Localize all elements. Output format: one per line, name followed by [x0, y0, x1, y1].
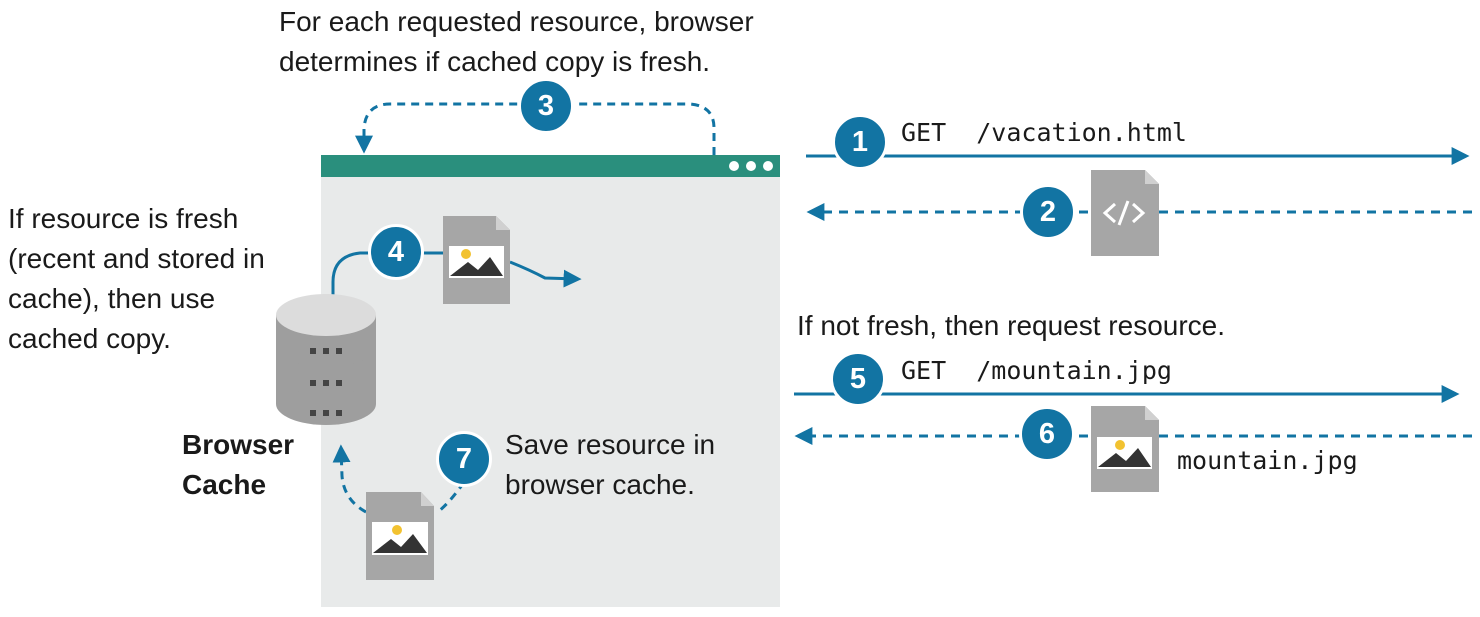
request5-label: GET /mountain.jpg: [901, 356, 1172, 385]
not-fresh-caption: If not fresh, then request resource.: [797, 310, 1226, 341]
step4-out-arrow: [509, 260, 582, 288]
cache-label: Browser Cache: [182, 429, 295, 500]
image-file-icon: [1091, 406, 1159, 492]
step-badge-4: 4: [368, 224, 424, 280]
step-badge-6: 6: [1019, 406, 1075, 462]
step-badge-5: 5: [830, 351, 886, 407]
database-stack-icon: [276, 294, 376, 425]
image-file-icon: [366, 492, 434, 580]
fresh-caption: If resource is fresh (recent and stored …: [8, 203, 265, 354]
code-file-icon: [1091, 170, 1159, 256]
request1-label: GET /vacation.html: [901, 118, 1187, 147]
step-badge-1: 1: [832, 114, 888, 170]
step-badge-3: 3: [518, 78, 574, 134]
top-caption: For each requested resource, browser det…: [279, 6, 754, 77]
step-badge-2: 2: [1020, 184, 1076, 240]
step4-arrow: [331, 251, 445, 306]
file6-label: mountain.jpg: [1177, 446, 1358, 475]
image-file-icon: [443, 216, 510, 304]
step-badge-7: 7: [436, 431, 492, 487]
save-caption: Save resource in browser cache.: [505, 429, 716, 500]
